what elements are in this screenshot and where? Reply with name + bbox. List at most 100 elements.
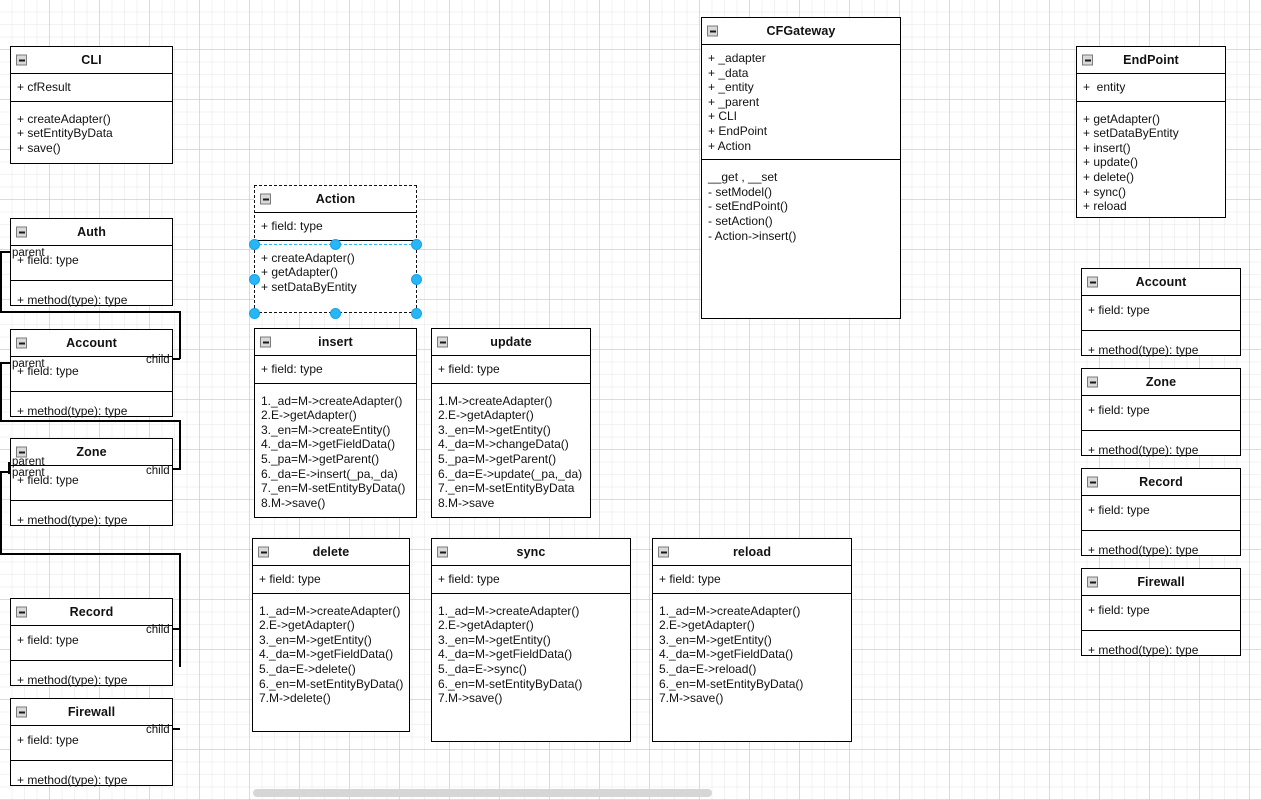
uml-class-header[interactable]: insert [255,329,416,356]
uml-method-line: + delete() [1083,169,1135,184]
uml-class-header[interactable]: sync [432,539,630,566]
uml-class-endpoint[interactable]: EndPoint + entity + getAdapter()+ setDataB… [1076,46,1226,218]
collapse-minus-icon[interactable] [16,606,27,618]
selection-handle[interactable] [249,308,260,319]
selection-handle[interactable] [411,274,422,285]
selection-handle[interactable] [249,239,260,250]
uml-method-line: 6._en=M-setEntityByData() [438,676,583,691]
uml-class-auth[interactable]: Auth+ field: type+ method(type): type [10,218,173,307]
uml-class-header[interactable]: Firewall [1082,569,1240,596]
collapse-minus-icon[interactable] [437,546,448,558]
uml-class-account-left[interactable]: Account+ field: type+ method(type): type [10,329,173,418]
uml-attributes-section: + field: type [432,566,630,594]
uml-attribute-line: + CLI [708,109,738,124]
uml-method-line: 7._en=M-setEntityByData [438,481,575,496]
selection-handle[interactable] [249,274,260,285]
connector-segment [0,471,2,555]
connector-label: parent [12,467,45,479]
uml-class-account-right[interactable]: Account+ field: type+ method(type): type [1081,268,1241,357]
uml-class-header[interactable]: Record [11,599,172,626]
collapse-minus-icon[interactable] [1087,376,1098,388]
collapse-minus-icon[interactable] [707,25,718,37]
uml-method-line: 2.E->getAdapter() [261,408,357,423]
uml-class-name: insert [318,335,353,349]
uml-class-zone-left[interactable]: Zone+ field: type+ method(type): type [10,438,173,527]
selection-handle[interactable] [411,239,422,250]
uml-method-line: + method(type): type [17,403,128,418]
uml-class-header[interactable]: update [432,329,590,356]
uml-class-firewall-right[interactable]: Firewall+ field: type+ method(type): typ… [1081,568,1241,657]
uml-attribute-line: + entity [1083,80,1126,94]
uml-class-header[interactable]: CFGateway [702,18,900,45]
uml-method-line: 6._da=E->update(_pa,_da) [438,466,583,481]
uml-method-line: 3._en=M->getEntity() [259,632,372,647]
uml-method-line: + createAdapter() [17,111,111,126]
uml-class-header[interactable]: Zone [1082,369,1240,396]
uml-method-line: 2.E->getAdapter() [438,408,534,423]
selection-handle[interactable] [330,308,341,319]
uml-class-header[interactable]: EndPoint [1077,47,1225,74]
uml-method-line: 2.E->getAdapter() [259,618,355,633]
uml-attributes-section: + field: type [1082,496,1240,531]
collapse-minus-icon[interactable] [16,54,27,66]
collapse-minus-icon[interactable] [1087,576,1098,588]
uml-attributes-section: + field: type [11,246,172,281]
uml-class-header[interactable]: delete [253,539,409,566]
collapse-minus-icon[interactable] [16,446,27,458]
collapse-minus-icon[interactable] [260,193,271,205]
uml-attributes-section: + cfResult [11,74,172,102]
uml-methods-section: + method(type): type [11,661,172,694]
uml-method-line: 4._da=M->getFieldData() [438,647,573,662]
horizontal-scrollbar[interactable] [0,786,1261,800]
collapse-minus-icon[interactable] [258,546,269,558]
horizontal-scrollbar-thumb[interactable] [253,789,712,797]
collapse-minus-icon[interactable] [437,336,448,348]
selection-handle[interactable] [411,308,422,319]
uml-class-header[interactable]: Record [1082,469,1240,496]
uml-class-header[interactable]: Account [11,330,172,357]
uml-class-name: Record [1139,475,1183,489]
uml-class-firewall-left[interactable]: Firewall+ field: type+ method(type): typ… [10,698,173,787]
uml-attributes-section: + entity [1077,74,1225,102]
uml-class-header[interactable]: Zone [11,439,172,466]
uml-method-line: + getAdapter() [1083,111,1161,126]
uml-method-line: + setDataByEntity [1083,126,1179,141]
uml-class-cli[interactable]: CLI+ cfResult+ createAdapter()+ setEntit… [10,46,173,164]
collapse-minus-icon[interactable] [1082,54,1093,66]
uml-class-header[interactable]: Auth [11,219,172,246]
collapse-minus-icon[interactable] [260,336,271,348]
uml-attribute-line: + Action [708,138,752,153]
uml-method-line: - setModel() [708,184,773,199]
uml-class-header[interactable]: reload [653,539,851,566]
uml-class-name: Account [66,336,117,350]
uml-class-zone-right[interactable]: Zone+ field: type+ method(type): type [1081,368,1241,457]
collapse-minus-icon[interactable] [16,706,27,718]
uml-method-line: 7.M->delete() [259,691,331,706]
uml-attribute-line: + field: type [261,219,323,233]
selection-handle[interactable] [330,239,341,250]
uml-class-header[interactable]: Action [255,186,416,213]
collapse-minus-icon[interactable] [1087,276,1098,288]
uml-class-cfgateway[interactable]: CFGateway+ _adapter+ _data+ _entity+ _pa… [701,17,901,319]
uml-attribute-line: + _parent [708,94,760,109]
collapse-minus-icon[interactable] [16,226,27,238]
uml-method-line: + setDataByEntity [261,279,357,294]
collapse-minus-icon[interactable] [1087,476,1098,488]
uml-method-line: + getAdapter() [261,265,339,280]
uml-methods-section: + method(type): type [1082,331,1240,364]
collapse-minus-icon[interactable] [658,546,669,558]
uml-methods-section: + method(type): type [11,761,172,794]
uml-class-record-left[interactable]: Record+ field: type+ method(type): type [10,598,173,687]
uml-class-header[interactable]: CLI [11,47,172,74]
uml-class-header[interactable]: Account [1082,269,1240,296]
uml-methods-section: + method(type): type [11,392,172,425]
collapse-minus-icon[interactable] [16,337,27,349]
uml-class-header[interactable]: Firewall [11,699,172,726]
uml-class-record-right[interactable]: Record+ field: type+ method(type): type [1081,468,1241,557]
